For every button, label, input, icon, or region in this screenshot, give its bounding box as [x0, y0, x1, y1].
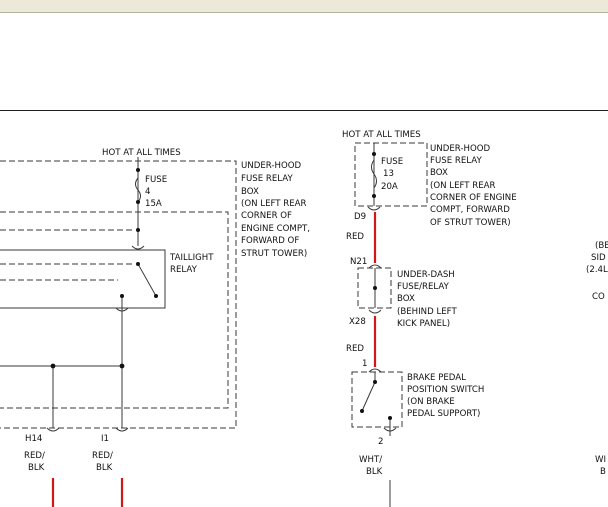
connector-1-symbol: [368, 368, 382, 373]
left-fuse-box-outline: [0, 160, 237, 429]
left-box-label-6: ENGINE COMPT,: [241, 224, 310, 234]
brake-switch-box-outline: [351, 371, 403, 428]
left-box-label-1: UNDER-HOOD: [241, 161, 301, 171]
left-box-label-5: CORNER OF: [241, 211, 292, 221]
pin-n21: N21: [350, 257, 367, 267]
left-box-label-8: STRUT TOWER): [241, 249, 307, 259]
right-fragment-1: (BE: [595, 241, 608, 251]
junction-dot: [154, 294, 158, 298]
dash-box-label-5: KICK PANEL): [397, 319, 450, 329]
connector-2-symbol: [383, 427, 397, 432]
junction-dot: [373, 380, 377, 384]
wire-h14-color-2: BLK: [28, 463, 45, 473]
junction-dot: [120, 294, 124, 298]
relay-switch-arm: [137, 263, 157, 297]
wire-color-wht-1: WHT/: [359, 455, 382, 465]
right-fragment-5: WI: [595, 455, 606, 465]
brake-switch-arm: [361, 381, 376, 412]
right-fragment-4: CO: [592, 292, 605, 302]
left-fuse-symbol: [135, 177, 141, 203]
dash-box-label-2: FUSE/RELAY: [397, 282, 450, 292]
center-box-label-4: (ON LEFT REAR: [430, 181, 496, 191]
dash-box-label-4: (BEHIND LEFT: [397, 307, 457, 317]
switch-label-3: (ON BRAKE: [407, 397, 455, 407]
center-hot-label: HOT AT ALL TIMES: [342, 130, 421, 140]
connector-i1-symbol: [115, 427, 129, 432]
pin-d9: D9: [354, 212, 366, 222]
wire-i1-color-1: RED/: [92, 451, 113, 461]
right-fragment-2: SID: [591, 253, 606, 263]
pin-x28: X28: [349, 317, 366, 327]
junction-dot: [136, 168, 140, 172]
wire-color-red-1: RED: [346, 232, 364, 242]
junction-dot: [360, 409, 364, 413]
right-fragment-3: (2.4L: [586, 265, 608, 275]
left-hot-label: HOT AT ALL TIMES: [102, 148, 181, 158]
junction-dot: [119, 363, 125, 369]
left-fuse-label: FUSE: [145, 175, 167, 185]
center-circuit-dots: [360, 152, 392, 420]
connector-i1-id: I1: [101, 434, 109, 444]
wire-color-red-2: RED: [346, 344, 364, 354]
center-box-label-1: UNDER-HOOD: [430, 144, 490, 154]
pin-2: 2: [378, 437, 383, 447]
center-box-label-3: BOX: [430, 168, 448, 178]
junction-dot: [373, 286, 377, 290]
junction-dot: [372, 194, 376, 198]
center-fuse-symbol: [371, 159, 377, 189]
left-box-label-4: (ON LEFT REAR: [241, 199, 307, 209]
header-divider-line: [0, 110, 608, 111]
switch-label-4: PEDAL SUPPORT): [407, 409, 480, 419]
left-fuse-number: 4: [145, 187, 150, 197]
dash-box-label-1: UNDER-DASH: [397, 270, 455, 280]
left-box-label-7: FORWARD OF: [241, 236, 299, 246]
relay-top-connector: [131, 245, 145, 250]
left-circuit: [0, 157, 237, 432]
junction-dot: [388, 416, 392, 420]
junction-dot: [50, 363, 56, 369]
left-fuse-rating: 15A: [145, 199, 162, 209]
dash-box-label-3: BOX: [397, 294, 415, 304]
connector-d9-symbol: [367, 206, 381, 211]
relay-label-2: RELAY: [170, 265, 198, 275]
relay-bottom-connector: [115, 307, 129, 312]
switch-label-2: POSITION SWITCH: [407, 385, 484, 395]
junction-dot: [136, 200, 140, 204]
wire-h14-color-1: RED/: [24, 451, 45, 461]
center-fuse-rating: 20A: [381, 182, 398, 192]
relay-label-1: TAILLIGHT: [169, 253, 214, 263]
center-box-label-5: CORNER OF ENGINE: [430, 193, 517, 203]
pin-1: 1: [362, 359, 367, 369]
center-fuse-number: 13: [383, 169, 394, 179]
connector-h14-symbol: [46, 427, 60, 432]
under-dash-box-outline: [357, 267, 392, 309]
left-inner-box-outline: [0, 211, 229, 409]
wire-color-wht-2: BLK: [366, 467, 383, 477]
connector-h14-id: H14: [25, 434, 42, 444]
left-circuit-dots: [50, 168, 158, 369]
switch-label-1: BRAKE PEDAL: [407, 373, 466, 383]
wire-i1-color-2: BLK: [96, 463, 113, 473]
right-fragment-6: B: [600, 467, 606, 477]
taillight-relay-outline: [0, 249, 166, 309]
left-box-label-2: FUSE RELAY: [241, 174, 293, 184]
center-box-label-2: FUSE RELAY: [430, 156, 482, 166]
junction-dot: [136, 228, 140, 232]
center-fuse-label: FUSE: [381, 157, 403, 167]
window-top-strip: [0, 0, 608, 13]
connector-n21-symbol: [368, 264, 382, 269]
center-box-label-6: COMPT, FORWARD: [430, 205, 510, 215]
connector-x28-symbol: [368, 309, 382, 314]
center-fuse-box-outline: [354, 142, 428, 207]
junction-dot: [372, 152, 376, 156]
left-box-label-3: BOX: [241, 187, 259, 197]
center-box-label-7: OF STRUT TOWER): [430, 218, 511, 228]
junction-dot: [136, 262, 140, 266]
